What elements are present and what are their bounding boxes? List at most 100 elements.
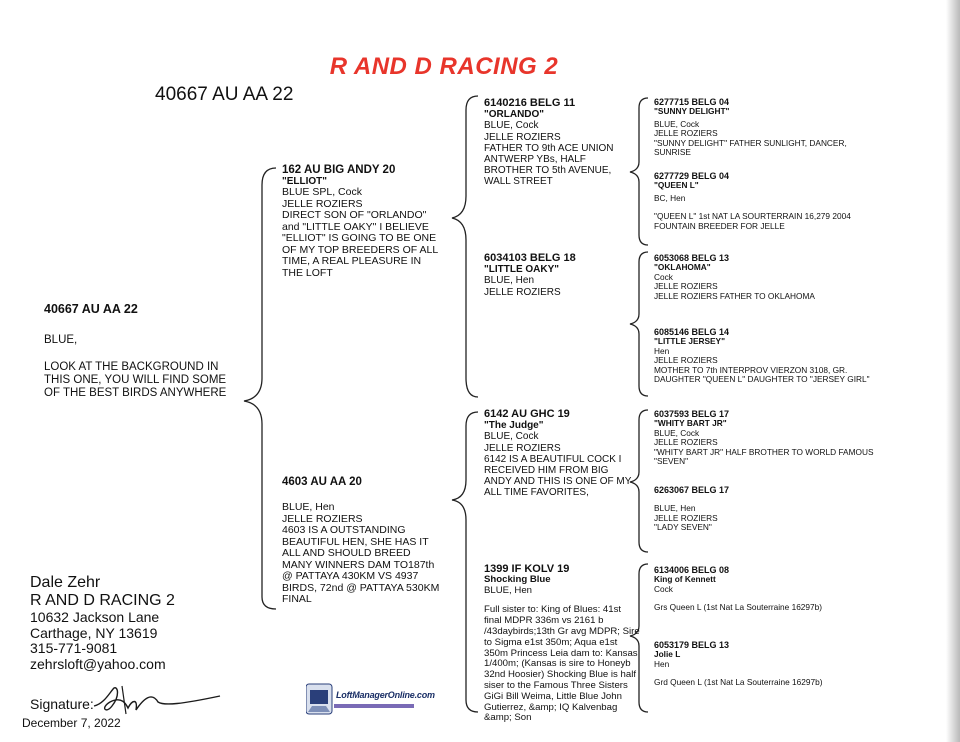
subject-bird: 40667 AU AA 22 BLUE, LOOK AT THE BACKGRO… (44, 303, 244, 400)
dss-breeder: JELLE ROZIERS (654, 437, 718, 448)
signature-date: December 7, 2022 (22, 716, 121, 730)
ssd-notes: "QUEEN L" 1st NAT LA SOURTERRAIN 16,279 … (654, 211, 851, 231)
ssd-color: BC, Hen (654, 192, 686, 203)
bracket-ss (629, 97, 649, 246)
sdd-card: 6085146 BELG 14 "LITTLE JERSEY" Hen JELL… (654, 327, 874, 385)
document-title: R AND D RACING 2 (329, 53, 559, 80)
sds-card: 6053068 BELG 13 "OKLAHOMA" Cock JELLE RO… (654, 253, 874, 301)
ss-breeder: JELLE ROZIERS (484, 131, 561, 143)
scan-edge-shadow (946, 0, 960, 742)
dd-name: Shocking Blue (484, 573, 551, 585)
sss-name: "SUNNY DELIGHT" (654, 106, 730, 117)
sire-name: "ELLIOT" (282, 176, 328, 188)
bracket-dam (451, 411, 479, 713)
owner-block: Dale Zehr R AND D RACING 2 10632 Jackson… (30, 574, 175, 672)
ss-card: 6140216 BELG 11 "ORLANDO" BLUE, Cock JEL… (484, 97, 634, 188)
bracket-ds (629, 409, 649, 553)
sds-ring: 6053068 BELG 13 (654, 253, 730, 263)
ds-ring: 6142 AU GHC 19 (484, 408, 570, 420)
ss-notes: FATHER TO 9th ACE UNION ANTWERP YBs, HAL… (484, 142, 614, 188)
subject-color: BLUE, (44, 334, 78, 346)
ddd-name: Jolie L (654, 649, 681, 660)
dam-notes: 4603 IS A OUTSTANDING BEAUTIFUL HEN, SHE… (282, 524, 440, 606)
ds-color: BLUE, Cock (484, 431, 539, 443)
dam-color: BLUE, Hen (282, 501, 335, 514)
subject-ring: 40667 AU AA 22 (44, 302, 138, 316)
dds-card: 6134006 BELG 08 King of Kennett Cock Grs… (654, 565, 874, 613)
sds-name: "OKLAHOMA" (654, 262, 711, 273)
sire-breeder: JELLE ROZIERS (282, 197, 363, 210)
dsd-notes: "LADY SEVEN" (654, 522, 712, 533)
sdd-name: "LITTLE JERSEY" (654, 336, 726, 347)
dam-breeder: JELLE ROZIERS (282, 512, 363, 525)
loftmanager-logo-text: LoftManagerOnline.com (336, 690, 435, 700)
owner-loft: R AND D RACING 2 (30, 592, 175, 609)
sss-breeder: JELLE ROZIERS (654, 128, 718, 139)
dd-color: BLUE, Hen (484, 584, 532, 596)
bracket-dd (629, 563, 649, 713)
dam-ring: 4603 AU AA 20 (282, 476, 362, 488)
sds-color: Cock (654, 271, 673, 282)
ssd-ring: 6277729 BELG 04 (654, 171, 730, 181)
ds-name: "The Judge" (484, 420, 544, 432)
sss-color: BLUE, Cock (654, 118, 700, 129)
sdd-notes: MOTHER TO 7th INTERPROV VIERZON 3108, GR… (654, 364, 870, 385)
sire-color: BLUE SPL, Cock (282, 186, 362, 199)
dds-color: Cock (654, 583, 673, 594)
ssd-card: 6277729 BELG 04 "QUEEN L" BC, Hen "QUEEN… (654, 171, 874, 231)
sds-notes: JELLE ROZIERS FATHER TO OKLAHOMA (654, 290, 815, 301)
dam-card: 4603 AU AA 20 BLUE, Hen JELLE ROZIERS 46… (282, 476, 442, 606)
ddd-ring: 6053179 BELG 13 (654, 640, 730, 650)
bracket-subject (243, 167, 277, 610)
sdd-color: Hen (654, 345, 670, 356)
ds-card: 6142 AU GHC 19 "The Judge" BLUE, Cock JE… (484, 408, 634, 499)
dsd-card: 6263067 BELG 17 BLUE, Hen JELLE ROZIERS … (654, 485, 874, 533)
ss-name: "ORLANDO" (484, 109, 545, 121)
sire-card: 162 AU BIG ANDY 20 "ELLIOT" BLUE SPL, Co… (282, 164, 442, 279)
owner-street: 10632 Jackson Lane (30, 609, 160, 625)
dd-card: 1399 IF KOLV 19 Shocking Blue BLUE, Hen … (484, 564, 640, 724)
dss-color: BLUE, Cock (654, 427, 700, 438)
owner-city: Carthage, NY 13619 (30, 624, 158, 641)
dss-ring: 6037593 BELG 17 (654, 409, 730, 419)
ddd-notes: Grd Queen L (1st Nat La Souterraine 1629… (654, 677, 823, 688)
ddd-color: Hen (654, 658, 670, 669)
handwritten-signature (93, 685, 221, 715)
sd-ring: 6034103 BELG 18 (484, 252, 576, 264)
signature-label: Signature: (30, 696, 94, 712)
owner-email[interactable]: zehrsloft@yahoo.com (30, 655, 166, 672)
dds-notes: Grs Queen L (1st Nat La Souterraine 1629… (654, 602, 823, 613)
sdd-ring: 6085146 BELG 14 (654, 327, 730, 337)
ds-notes: 6142 IS A BEAUTIFUL COCK I RECEIVED HIM … (484, 453, 632, 499)
loftmanager-logo[interactable]: LoftManagerOnline.com (305, 682, 435, 716)
loftmanager-logo-graphic (305, 683, 414, 715)
dsd-color: BLUE, Hen (654, 503, 696, 514)
sd-color: BLUE, Hen (484, 275, 535, 287)
ss-color: BLUE, Cock (484, 120, 539, 132)
sd-breeder: JELLE ROZIERS (484, 286, 561, 298)
sire-notes: DIRECT SON OF "ORLANDO" and "LITTLE OAKY… (282, 209, 438, 279)
dss-name: "WHITY BART JR" (654, 418, 727, 429)
ss-ring: 6140216 BELG 11 (484, 97, 576, 109)
sss-notes: "SUNNY DELIGHT" FATHER SUNLIGHT, DANCER,… (654, 137, 847, 158)
dsd-ring: 6263067 BELG 17 (654, 485, 730, 495)
ddd-card: 6053179 BELG 13 Jolie L Hen Grd Queen L … (654, 640, 874, 688)
sss-card: 6277715 BELG 04 "SUNNY DELIGHT" BLUE, Co… (654, 97, 874, 158)
bracket-sire (451, 95, 479, 398)
sire-ring: 162 AU BIG ANDY 20 (282, 164, 396, 176)
ssd-name: "QUEEN L" (654, 180, 699, 191)
sds-breeder: JELLE ROZIERS (654, 281, 718, 292)
dsd-breeder: JELLE ROZIERS (654, 512, 718, 523)
top-band-number: 40667 AU AA 22 (155, 84, 294, 105)
sd-name: "LITTLE OAKY" (484, 264, 560, 276)
bracket-sd (629, 251, 649, 397)
sdd-breeder: JELLE ROZIERS (654, 355, 718, 366)
dds-name: King of Kennett (654, 574, 716, 585)
ds-breeder: JELLE ROZIERS (484, 442, 561, 454)
dss-card: 6037593 BELG 17 "WHITY BART JR" BLUE, Co… (654, 409, 874, 466)
dds-ring: 6134006 BELG 08 (654, 565, 730, 575)
subject-notes: LOOK AT THE BACKGROUND IN THIS ONE, YOU … (44, 361, 227, 399)
sss-ring: 6277715 BELG 04 (654, 97, 730, 107)
dd-ring: 1399 IF KOLV 19 (484, 563, 570, 575)
